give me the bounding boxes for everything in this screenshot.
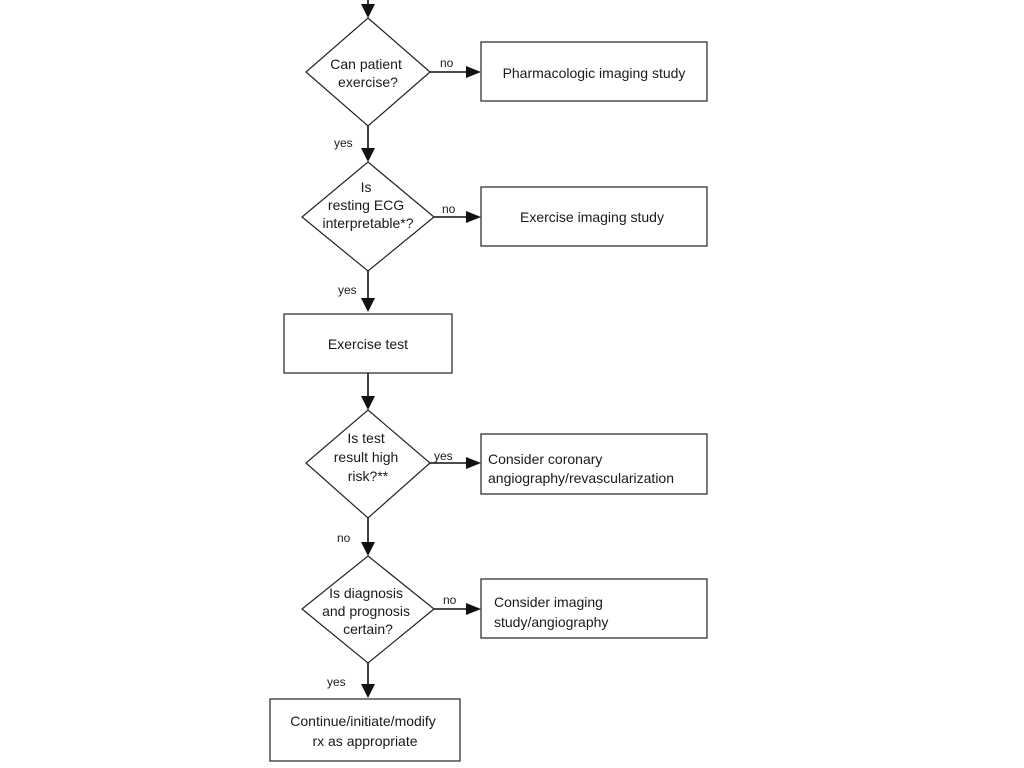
box-continue-line-1: Continue/initiate/modify	[290, 713, 436, 729]
decision-risk-shape	[305, 409, 431, 519]
box-angiography-line-1: Consider coronary	[488, 451, 602, 467]
edge-exercise-yes-arrowhead	[361, 148, 375, 162]
box-pharmacologic-text: Pharmacologic imaging study	[503, 65, 686, 81]
box-exercise-imaging-text: Exercise imaging study	[520, 209, 664, 225]
edge-certain-no-arrowhead	[466, 603, 481, 615]
decision-risk-text: Is test result high risk?**	[334, 430, 402, 484]
box-pharmacologic-shape	[480, 41, 708, 102]
box-angiography-text: Consider coronary angiography/revascular…	[488, 451, 674, 486]
decision-ecg-text: Is resting ECG interpretable*?	[322, 179, 413, 231]
edge-ecg-yes-arrowhead	[361, 298, 375, 312]
edge-label-ecg-yes: yes	[338, 283, 357, 297]
decision-exercise-line-2: exercise?	[338, 74, 398, 90]
decision-certain-shape	[301, 555, 435, 664]
edge-labels: no yes no yes yes no no yes	[327, 56, 457, 689]
edge-test-arrowhead	[361, 396, 375, 410]
edge-risk-no-arrowhead	[361, 542, 375, 556]
box-exercise-test-shape	[283, 313, 453, 374]
edge-exercise-no-arrowhead	[466, 66, 481, 78]
edge-certain-yes-arrowhead	[361, 684, 375, 698]
decision-certain: Is diagnosis and prognosis certain?	[301, 555, 435, 664]
edge-risk-yes-arrowhead	[466, 457, 481, 469]
decision-ecg-shape	[301, 161, 435, 272]
box-exercise-imaging: Exercise imaging study	[480, 186, 708, 247]
decision-ecg-line-3: interpretable*?	[322, 215, 413, 231]
edge-label-exercise-no: no	[440, 56, 454, 70]
decision-risk-line-3: risk?**	[348, 468, 389, 484]
box-continue-text: Continue/initiate/modify rx as appropria…	[290, 713, 439, 749]
edge-label-ecg-no: no	[442, 202, 456, 216]
decision-certain-line-1: Is diagnosis	[329, 585, 403, 601]
decision-risk: Is test result high risk?**	[305, 409, 431, 519]
box-imaging-angiography-shape	[480, 578, 708, 639]
box-imaging-angiography-line-1: Consider imaging	[494, 594, 603, 610]
decision-risk-line-2: result high	[334, 449, 399, 465]
decision-ecg-line-1: Is	[361, 179, 372, 195]
decision-exercise-shape	[305, 17, 431, 127]
decision-certain-line-3: certain?	[343, 621, 393, 637]
decision-ecg-line-2: resting ECG	[328, 197, 404, 213]
edge-label-exercise-yes: yes	[334, 136, 353, 150]
box-exercise-test-line-1: Exercise test	[328, 336, 408, 352]
decision-risk-line-1: Is test	[347, 430, 384, 446]
box-imaging-angiography-line-2: study/angiography	[494, 614, 608, 630]
edge-label-certain-no: no	[443, 593, 457, 607]
incoming-arrowhead	[361, 4, 375, 18]
box-continue-shape	[269, 698, 461, 762]
edge-label-risk-yes: yes	[434, 449, 453, 463]
box-pharmacologic: Pharmacologic imaging study	[480, 41, 708, 102]
edge-label-risk-no: no	[337, 531, 351, 545]
box-exercise-test-text: Exercise test	[328, 336, 408, 352]
box-pharmacologic-line-1: Pharmacologic imaging study	[503, 65, 686, 81]
decision-exercise-text: Can patient exercise?	[330, 56, 406, 90]
decision-certain-line-2: and prognosis	[322, 603, 410, 619]
box-continue-line-2: rx as appropriate	[312, 733, 417, 749]
box-angiography-line-2: angiography/revascularization	[488, 470, 674, 486]
decision-ecg: Is resting ECG interpretable*?	[301, 161, 435, 272]
box-angiography-shape	[480, 433, 708, 495]
edge-label-certain-yes: yes	[327, 675, 346, 689]
decision-certain-text: Is diagnosis and prognosis certain?	[322, 585, 414, 637]
decision-exercise-line-1: Can patient	[330, 56, 402, 72]
box-exercise-test: Exercise test	[283, 313, 453, 374]
edge-ecg-no-arrowhead	[466, 211, 481, 223]
box-imaging-angiography-text: Consider imaging study/angiography	[494, 594, 608, 630]
connectors	[361, 0, 481, 698]
box-angiography: Consider coronary angiography/revascular…	[480, 433, 708, 495]
decision-exercise: Can patient exercise?	[305, 17, 431, 127]
box-continue: Continue/initiate/modify rx as appropria…	[269, 698, 461, 762]
box-imaging-angiography: Consider imaging study/angiography	[480, 578, 708, 639]
box-exercise-imaging-line-1: Exercise imaging study	[520, 209, 664, 225]
box-exercise-imaging-shape	[480, 186, 708, 247]
